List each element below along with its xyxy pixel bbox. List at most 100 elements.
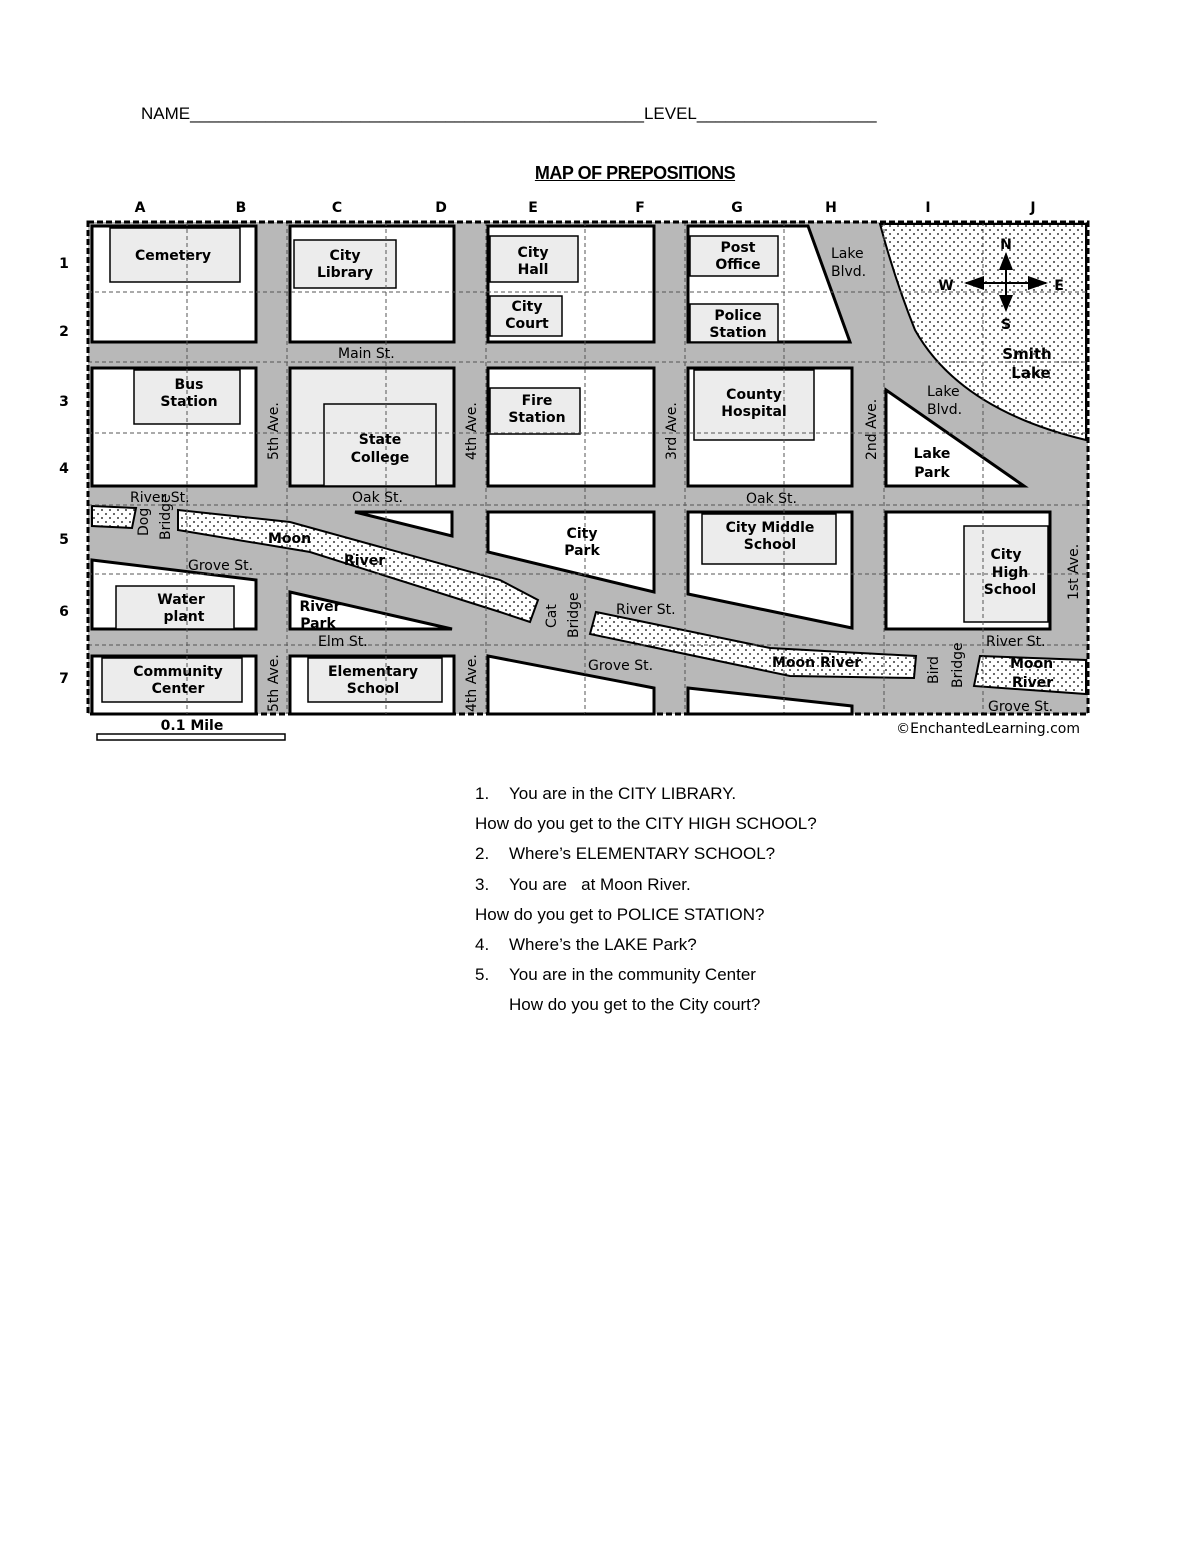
column-label: J — [1029, 200, 1035, 216]
city-high-school-label: City — [991, 547, 1022, 563]
question-number: 2. — [475, 844, 490, 864]
lake-blvd-label: Blvd. — [927, 402, 962, 418]
post-office-label: Office — [715, 257, 760, 273]
compass-n: N — [1000, 237, 1012, 253]
bus-station-label: Bus — [175, 377, 204, 393]
city-high-school-label: High — [992, 565, 1029, 581]
worksheet-header: NAME____________________________________… — [141, 104, 877, 124]
fourth-ave-label: 4th Ave. — [464, 654, 480, 712]
question-number: 5. — [475, 965, 490, 985]
post-office-label: Post — [721, 240, 756, 256]
block-city-park — [486, 510, 656, 594]
question-line: How do you get to POLICE STATION? — [475, 904, 817, 934]
river-st-label: River St. — [616, 602, 676, 618]
city-park-label: Park — [564, 543, 600, 559]
lake-blvd-label: Blvd. — [831, 264, 866, 280]
row-label: 4 — [59, 461, 69, 477]
question-line: 3.You are at Moon River. — [475, 874, 817, 904]
row-label: 2 — [59, 324, 69, 340]
police-station-label: Police — [714, 308, 761, 324]
moon-river-far-east — [972, 654, 1087, 696]
community-center-building — [101, 657, 243, 703]
question-line: 4. Where’s the LAKE Park? — [475, 934, 817, 964]
column-label: B — [236, 200, 247, 216]
level-blank[interactable]: ___________________ — [696, 104, 877, 123]
row-label: 7 — [59, 671, 69, 687]
question-number: 1. — [475, 784, 490, 803]
city-park-label: City — [567, 526, 598, 542]
question-text: How do you get to the CITY HIGH SCHOOL? — [475, 814, 817, 834]
credit-label: ©EnchantedLearning.com — [896, 721, 1080, 737]
bird-bridge-label: Bird — [926, 656, 942, 684]
grove-st-label: Grove St. — [988, 699, 1053, 715]
column-label: A — [135, 200, 146, 216]
scale-label: 0.1 Mile — [161, 718, 224, 734]
elementary-school-label: Elementary — [328, 664, 418, 680]
oak-st-label: Oak St. — [352, 490, 403, 506]
city-court-label: Court — [505, 316, 549, 332]
question-line: 5. You are in the community Center — [475, 964, 817, 994]
city-library-label: Library — [317, 265, 373, 281]
county-hospital-label: Hospital — [721, 404, 786, 420]
lake-blvd-label: Lake — [831, 246, 864, 262]
cemetery-building — [109, 227, 241, 283]
second-ave-label: 2nd Ave. — [864, 399, 880, 460]
column-label: D — [435, 200, 447, 216]
city-middle-school-label: School — [744, 537, 796, 553]
column-label: G — [731, 200, 743, 216]
level-label: LEVEL — [643, 104, 697, 123]
compass-w: W — [938, 278, 953, 294]
compass-s: S — [1001, 317, 1011, 333]
river-st-label: River St. — [986, 634, 1046, 650]
city-hall-label: Hall — [518, 262, 549, 278]
water-plant-building — [115, 585, 235, 630]
question-text: How do you get to the City court? — [509, 995, 761, 1015]
compass-e: E — [1054, 278, 1064, 294]
community-center-label: Center — [152, 681, 205, 697]
row-label: 3 — [59, 394, 69, 410]
question-line: How do you get to the City court? — [475, 994, 817, 1024]
city-high-school-label: School — [984, 582, 1036, 598]
row-label: 5 — [59, 532, 69, 548]
smith-lake-label: Lake — [1011, 364, 1050, 382]
column-label: I — [925, 200, 930, 216]
fire-station-building — [489, 387, 581, 435]
third-ave-label: 3rd Ave. — [664, 402, 680, 460]
question-number: 4. — [475, 934, 490, 954]
column-label: F — [635, 200, 645, 216]
moon-river-label: Moon River — [772, 655, 861, 671]
lake-park-label: Lake — [914, 446, 951, 462]
lake-blvd-label: Lake — [927, 384, 960, 400]
cat-bridge-label: Bridge — [566, 592, 582, 638]
community-center-label: Community — [133, 664, 223, 680]
question-text: Where’s the LAKE Park? — [509, 934, 697, 954]
water-plant-label: Water — [157, 592, 205, 608]
block-lake-park — [884, 387, 1029, 488]
cemetery-label: Cemetery — [135, 248, 211, 264]
question-number: 3. — [475, 874, 490, 894]
city-court-label: City — [512, 299, 543, 315]
moon-river-label: River — [344, 553, 385, 569]
moon-river-label: Moon — [268, 531, 311, 547]
smith-lake — [878, 223, 1087, 442]
question-text: You are in the community Center — [509, 965, 756, 985]
column-label: E — [528, 200, 538, 216]
map-border — [86, 220, 1090, 716]
city-hall-label: City — [518, 245, 549, 261]
city-library-label: City — [330, 248, 361, 264]
river-park-label: Park — [300, 616, 336, 632]
bus-station-label: Station — [160, 394, 217, 410]
block-river-park — [288, 590, 453, 631]
page-title: MAP OF PREPOSITIONS — [534, 163, 736, 183]
police-station-label: Station — [709, 325, 766, 341]
fire-station-label: Fire — [522, 393, 553, 409]
fourth-ave-label: 4th Ave. — [464, 402, 480, 460]
river-st-label: River St. — [130, 490, 190, 506]
dog-bridge-label: Bridge — [158, 494, 174, 540]
grove-st-label: Grove St. — [588, 658, 653, 674]
question-line: 1.You are in the CITY LIBRARY. — [475, 783, 817, 813]
name-blank[interactable]: ________________________________________… — [190, 104, 644, 123]
city-middle-school-label: City Middle — [726, 520, 815, 536]
name-label: NAME — [141, 104, 191, 123]
east-arrow-icon — [1028, 276, 1048, 290]
